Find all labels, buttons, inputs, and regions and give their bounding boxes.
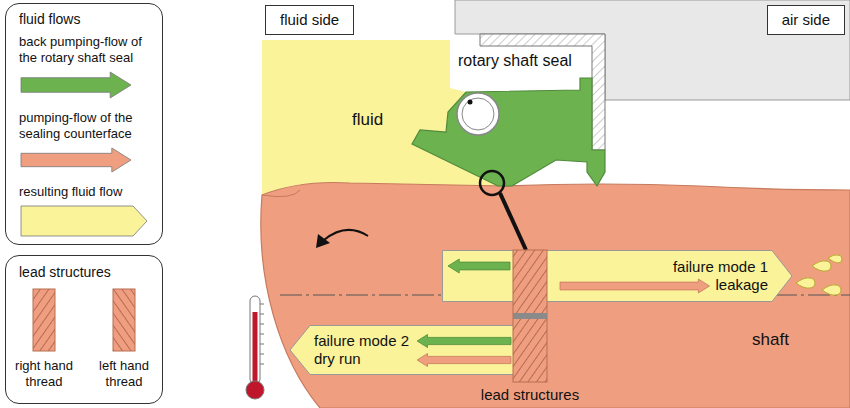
shaft [261,183,850,408]
legend-text: right hand thread [6,358,82,390]
back-pumping-arrow [417,335,511,348]
rotation-arrow-head [316,234,330,248]
thermometer-bulb [246,381,264,399]
legend-swatch [21,148,131,172]
failure-mode-text-wrap: failure mode 2 dry run [314,332,426,368]
failure-mode-text: failure mode 1 leakage [656,258,768,294]
thread-swatch-svg [32,288,56,352]
leak-drop [822,285,841,295]
part-label: rotary shaft seal [458,52,572,70]
failure-mode-arrow: failure mode 1 leakage [442,250,792,302]
part-label-wrap: rotary shaft seal [458,52,572,70]
part-label-wrap: fluid [352,110,383,130]
leak-drop [828,255,842,263]
thread-swatch-svg [112,288,136,352]
legend-swatch-svg [19,204,151,238]
side-label: air side [782,11,830,29]
garter-spring [457,93,499,135]
lead-structure-band [513,313,547,319]
legend-heading-wrap: fluid flows [19,11,80,28]
part-label-wrap: lead structures [481,386,579,403]
legend-text: pumping-flow of the sealing counterface [19,110,159,142]
leak-drop [796,278,815,288]
legend-swatch [21,72,131,98]
part-label: shaft [752,330,789,350]
thread-swatch [33,289,55,351]
seal-lip [412,78,605,186]
back-pumping-arrow [448,259,510,273]
legend-swatch-svg [19,70,135,100]
failure-mode-text: failure mode 2 dry run [314,332,426,368]
legend-entry-wrap: resulting fluid flow [19,184,159,200]
legend-entry-wrap: pumping-flow of the sealing counterface [19,110,159,142]
legend-heading-wrap: lead structures [19,264,111,281]
legend-swatch-svg [19,146,135,174]
shaft-end-face [262,190,300,197]
lead-structure-bar [513,250,547,382]
legend-text: back pumping-flow of the rotary shaft se… [19,34,159,66]
legend-entry-wrap: left hand thread [86,358,162,390]
legend-entry-wrap: right hand thread [6,358,82,390]
legend-entry-wrap: back pumping-flow of the rotary shaft se… [19,34,159,66]
failure-mode-text-wrap: failure mode 1 leakage [656,258,768,294]
failure-band [290,326,515,375]
legend-swatch [21,206,147,236]
thermometer-mercury [253,312,258,386]
magnifier-lens [480,171,504,195]
side-label: fluid side [280,11,339,29]
legend-frame: fluid flows back pumping-flow of the rota… [5,3,163,245]
legend-frame: lead structures right hand threadleft han… [5,255,163,404]
part-label-wrap: shaft [752,330,789,350]
magnifier-handle [500,193,526,250]
legend-text: resulting fluid flow [19,184,159,200]
garter-spring-inner [462,98,494,130]
rotation-arrow [324,230,368,240]
leak-drop [812,261,831,271]
pumping-arrow [560,279,710,293]
legend-heading: lead structures [19,264,111,281]
legend-text: left hand thread [86,358,162,390]
part-label: lead structures [481,386,579,403]
part-label: fluid [352,110,383,130]
side-label-box: fluid side [265,5,354,35]
side-label-box: air side [767,5,845,35]
failure-band [443,251,793,302]
failure-mode-arrow: failure mode 2 dry run [290,325,515,375]
pumping-arrow [417,354,511,367]
housing [455,0,850,100]
spring-dot [468,100,473,105]
thermometer-ticks [260,304,264,364]
legend-heading: fluid flows [19,11,80,28]
thread-swatch [113,289,135,351]
